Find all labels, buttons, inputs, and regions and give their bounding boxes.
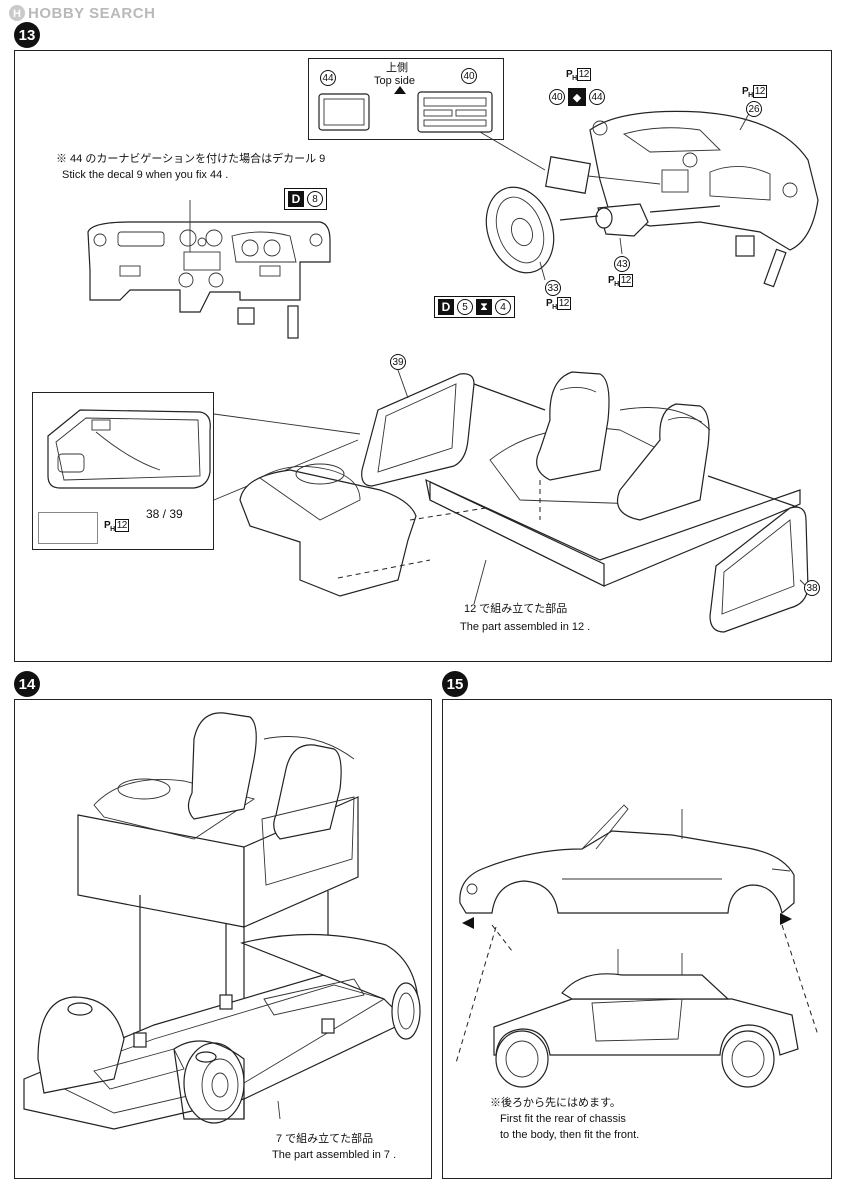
arrow-right-marker-icon	[780, 913, 792, 925]
assembled-7-jp: 7 で組み立てた部品	[276, 1133, 374, 1145]
assembled-12-jp: 12 で組み立てた部品	[464, 603, 568, 615]
door-panel-part-39	[361, 369, 546, 487]
part-43-label: 43	[614, 256, 630, 272]
hourglass-icon: ⧗	[476, 299, 492, 315]
step-14-drawing	[23, 712, 421, 1130]
dashboard-decal-reference	[87, 200, 331, 339]
decal-4-circle: 4	[495, 299, 511, 315]
step-15-note-en-2: to the body, then fit the front.	[500, 1129, 640, 1141]
part-40-audio-shape	[417, 91, 493, 133]
step-13-number: 13	[14, 22, 40, 48]
part-44-label: 44	[320, 70, 336, 86]
part-40-label: 40	[461, 68, 477, 84]
door-panel-inset	[32, 392, 214, 550]
steering-wheel-part-33	[485, 186, 555, 281]
decal-note-jp: ※ 44 のカーナビゲーションを付けた場合はデカール 9	[56, 153, 326, 165]
swap-arrows-icon: ◆	[568, 88, 586, 106]
step-15-number: 15	[442, 671, 468, 697]
top-side-en: Top side	[374, 75, 415, 87]
dashboard-assembly-lower	[239, 463, 487, 597]
assembled-7-en: The part assembled in 7 .	[272, 1149, 397, 1161]
part-40-44-swap-label: 40 ◆ 44	[549, 88, 605, 106]
top-side-jp: 上側	[386, 62, 408, 74]
step-14-number: 14	[14, 671, 40, 697]
arrow-left-marker-icon	[462, 917, 474, 929]
step-13-drawing	[47, 86, 819, 633]
decal-d-icon: D	[288, 191, 304, 207]
part-38-label: 38	[804, 580, 820, 596]
step-15-panel	[442, 699, 832, 1179]
part-40-44-panel-shape	[545, 156, 591, 194]
decal-5-4-badge: D 5 ⧗ 4	[434, 296, 515, 318]
assembled-12-en: The part assembled in 12 .	[460, 621, 591, 633]
door-panel-inset-drawing	[47, 409, 211, 489]
step-15-note-jp: ※後ろから先にはめます。	[490, 1097, 621, 1109]
part-39-label: 39	[390, 354, 406, 370]
svg-text:H: H	[13, 8, 21, 20]
decal-note-en: Stick the decal 9 when you fix 44 .	[62, 169, 229, 181]
step-15-note-en-1: First fit the rear of chassis	[500, 1113, 626, 1125]
cockpit-tub-assembly-12	[425, 371, 801, 605]
color-swatch	[38, 512, 98, 544]
up-arrow-icon	[394, 86, 406, 104]
decal-8-circle: 8	[307, 191, 323, 207]
steering-column-part-43	[559, 203, 721, 255]
decal-5-circle: 5	[457, 299, 473, 315]
part-44-navigation-shape	[318, 93, 370, 131]
part-33-label: 33	[545, 280, 561, 296]
decal-8-badge: D 8	[284, 188, 327, 210]
part-38-39-label: 38 / 39	[146, 507, 183, 521]
part-44-circle: 44	[589, 89, 605, 105]
watermark-logo: H HOBBY SEARCH	[8, 4, 155, 22]
step-15-drawing	[455, 804, 819, 1088]
decal-d-icon-2: D	[438, 299, 454, 315]
hobby-search-logo-icon: H	[9, 5, 25, 21]
watermark-text: HOBBY SEARCH	[28, 4, 156, 22]
part-26-label: 26	[746, 101, 762, 117]
door-panel-part-38	[709, 506, 809, 633]
dashboard-part-26	[545, 107, 819, 288]
part-40-circle: 40	[549, 89, 565, 105]
step-13-panel	[14, 50, 832, 662]
